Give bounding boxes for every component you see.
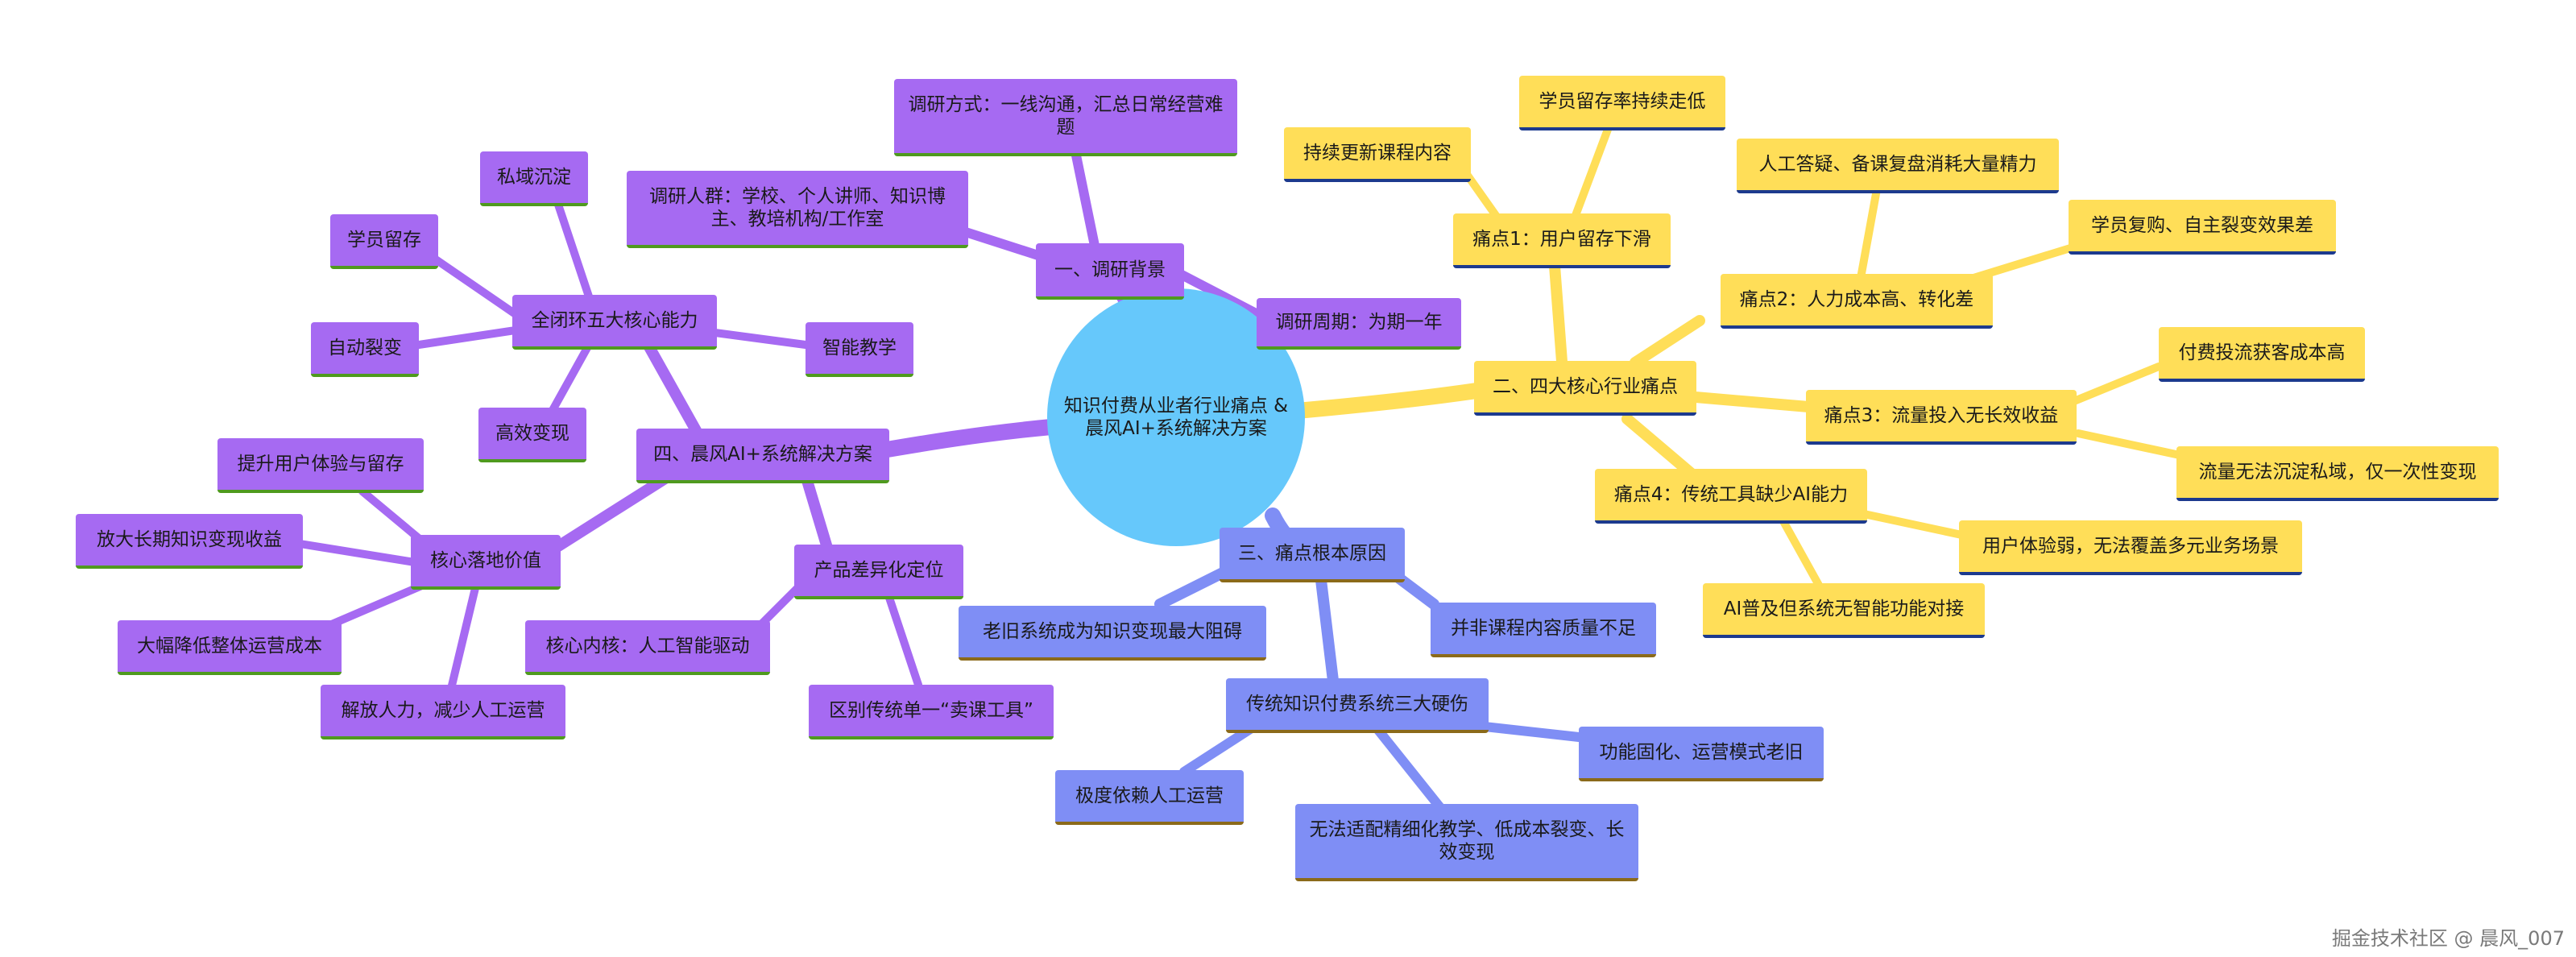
node-label: 私域沉淀 (497, 167, 571, 188)
value-long-term-revenue[interactable]: 放大长期知识变现收益 (76, 514, 303, 569)
node-label: 痛点4：传统工具缺少AI能力 (1613, 484, 1849, 505)
flaw-manual-operation[interactable]: 极度依赖人工运营 (1055, 770, 1244, 825)
differentiation[interactable]: 产品差异化定位 (794, 545, 963, 599)
capability-retention[interactable]: 学员留存 (330, 214, 438, 269)
branch-label: 三、痛点根本原因 (1238, 543, 1386, 564)
pain-point-1[interactable]: 痛点1：用户留存下滑 (1453, 213, 1671, 268)
capability-smart-teaching[interactable]: 智能教学 (806, 322, 913, 377)
node-label: 学员复购、自主裂变效果差 (2091, 215, 2313, 236)
node-label: 提升用户体验与留存 (237, 454, 404, 474)
node-label: 调研周期：为期一年 (1275, 312, 1443, 333)
node-label: 调研方式：一线沟通，汇总日常经营难题 (908, 94, 1224, 138)
value-free-labor[interactable]: 解放人力，减少人工运营 (321, 685, 565, 740)
pain-point-3-child-1[interactable]: 付费投流获客成本高 (2159, 327, 2365, 382)
position-ai-driven[interactable]: 核心内核：人工智能驱动 (525, 620, 770, 675)
node-label: 付费投流获客成本高 (2178, 342, 2346, 363)
node-label: 用户体验弱，无法覆盖多元业务场景 (1982, 536, 2279, 557)
node-label: 高效变现 (495, 423, 569, 444)
node-label: AI普及但系统无智能功能对接 (1723, 599, 1965, 619)
node-label: 人工答疑、备课复盘消耗大量精力 (1758, 154, 2037, 175)
pain-point-1-child-1[interactable]: 持续更新课程内容 (1284, 127, 1471, 182)
node-label: 全闭环五大核心能力 (531, 310, 698, 331)
core-value[interactable]: 核心落地价值 (411, 535, 561, 590)
node-label: 调研人群：学校、个人讲师、知识博主、教培机构/工作室 (649, 186, 946, 230)
three-flaws[interactable]: 传统知识付费系统三大硬伤 (1226, 678, 1489, 733)
position-not-course-tool[interactable]: 区别传统单一“卖课工具” (809, 685, 1054, 740)
capability-monetization[interactable]: 高效变现 (478, 408, 586, 462)
branch-research-background[interactable]: 一、调研背景 (1036, 243, 1184, 300)
value-reduce-cost[interactable]: 大幅降低整体运营成本 (118, 620, 342, 675)
node-label: 自动裂变 (328, 338, 402, 358)
capability-private-domain[interactable]: 私域沉淀 (480, 151, 588, 206)
node-label: 并非课程内容质量不足 (1451, 618, 1636, 639)
capability-auto-fission[interactable]: 自动裂变 (311, 322, 419, 377)
branch-root-causes[interactable]: 三、痛点根本原因 (1220, 528, 1405, 582)
node-label: 痛点1：用户留存下滑 (1472, 229, 1651, 250)
pain-point-2-child-1[interactable]: 人工答疑、备课复盘消耗大量精力 (1737, 139, 2059, 193)
node-label: 痛点2：人力成本高、转化差 (1739, 289, 1974, 310)
branch-label: 二、四大核心行业痛点 (1493, 376, 1678, 397)
node-label: 大幅降低整体运营成本 (137, 636, 322, 657)
node-label: 放大长期知识变现收益 (97, 529, 282, 550)
node-label: 核心落地价值 (430, 550, 541, 571)
node-label: 极度依赖人工运营 (1075, 785, 1224, 806)
pain-point-4-child-1[interactable]: 用户体验弱，无法覆盖多元业务场景 (1959, 520, 2302, 575)
branch-ai-solution[interactable]: 四、晨风AI+系统解决方案 (636, 429, 889, 483)
pain-point-2-child-2[interactable]: 学员复购、自主裂变效果差 (2069, 200, 2336, 255)
node-label: 区别传统单一“卖课工具” (829, 700, 1033, 721)
node-research-method[interactable]: 调研方式：一线沟通，汇总日常经营难题 (894, 79, 1237, 156)
node-research-period[interactable]: 调研周期：为期一年 (1257, 298, 1461, 350)
pain-point-1-child-2[interactable]: 学员留存率持续走低 (1519, 76, 1725, 130)
branch-label: 四、晨风AI+系统解决方案 (653, 444, 872, 465)
five-core-capabilities[interactable]: 全闭环五大核心能力 (512, 295, 717, 350)
pain-point-4[interactable]: 痛点4：传统工具缺少AI能力 (1595, 469, 1867, 524)
node-label: 老旧系统成为知识变现最大阻碍 (983, 621, 1242, 642)
root-cause-old-system[interactable]: 老旧系统成为知识变现最大阻碍 (959, 606, 1266, 661)
value-experience[interactable]: 提升用户体验与留存 (217, 438, 424, 493)
pain-point-3[interactable]: 痛点3：流量投入无长效收益 (1806, 390, 2077, 445)
node-label: 学员留存 (347, 230, 421, 251)
flaw-rigid-function[interactable]: 功能固化、运营模式老旧 (1579, 727, 1824, 781)
node-label: 产品差异化定位 (814, 560, 944, 581)
node-label: 持续更新课程内容 (1303, 143, 1452, 164)
node-label: 解放人力，减少人工运营 (341, 700, 545, 721)
pain-point-4-child-2[interactable]: AI普及但系统无智能功能对接 (1703, 583, 1985, 638)
pain-point-3-child-2[interactable]: 流量无法沉淀私域，仅一次性变现 (2176, 446, 2499, 501)
pain-point-2[interactable]: 痛点2：人力成本高、转化差 (1721, 274, 1993, 329)
node-label: 痛点3：流量投入无长效收益 (1824, 405, 2059, 426)
node-label: 学员留存率持续走低 (1539, 91, 1706, 112)
node-label: 传统知识付费系统三大硬伤 (1246, 694, 1468, 715)
node-label: 智能教学 (822, 338, 897, 358)
node-label: 核心内核：人工智能驱动 (545, 636, 750, 657)
watermark: 掘金技术社区 @ 晨风_007 (2331, 927, 2565, 950)
node-label: 功能固化、运营模式老旧 (1599, 742, 1804, 763)
node-label: 流量无法沉淀私域，仅一次性变现 (2198, 462, 2477, 483)
branch-label: 一、调研背景 (1054, 259, 1166, 280)
flaw-cannot-adapt[interactable]: 无法适配精细化教学、低成本裂变、长效变现 (1295, 804, 1638, 881)
connector-b2 (1289, 382, 1490, 419)
center-topic-label: 知识付费从业者行业痛点 & 晨风AI+系统解决方案 (1063, 396, 1289, 439)
root-cause-not-content[interactable]: 并非课程内容质量不足 (1431, 603, 1656, 657)
node-label: 无法适配精细化教学、低成本裂变、长效变现 (1309, 819, 1625, 863)
branch-core-pain-points[interactable]: 二、四大核心行业痛点 (1474, 361, 1696, 416)
node-research-people[interactable]: 调研人群：学校、个人讲师、知识博主、教培机构/工作室 (627, 171, 968, 248)
